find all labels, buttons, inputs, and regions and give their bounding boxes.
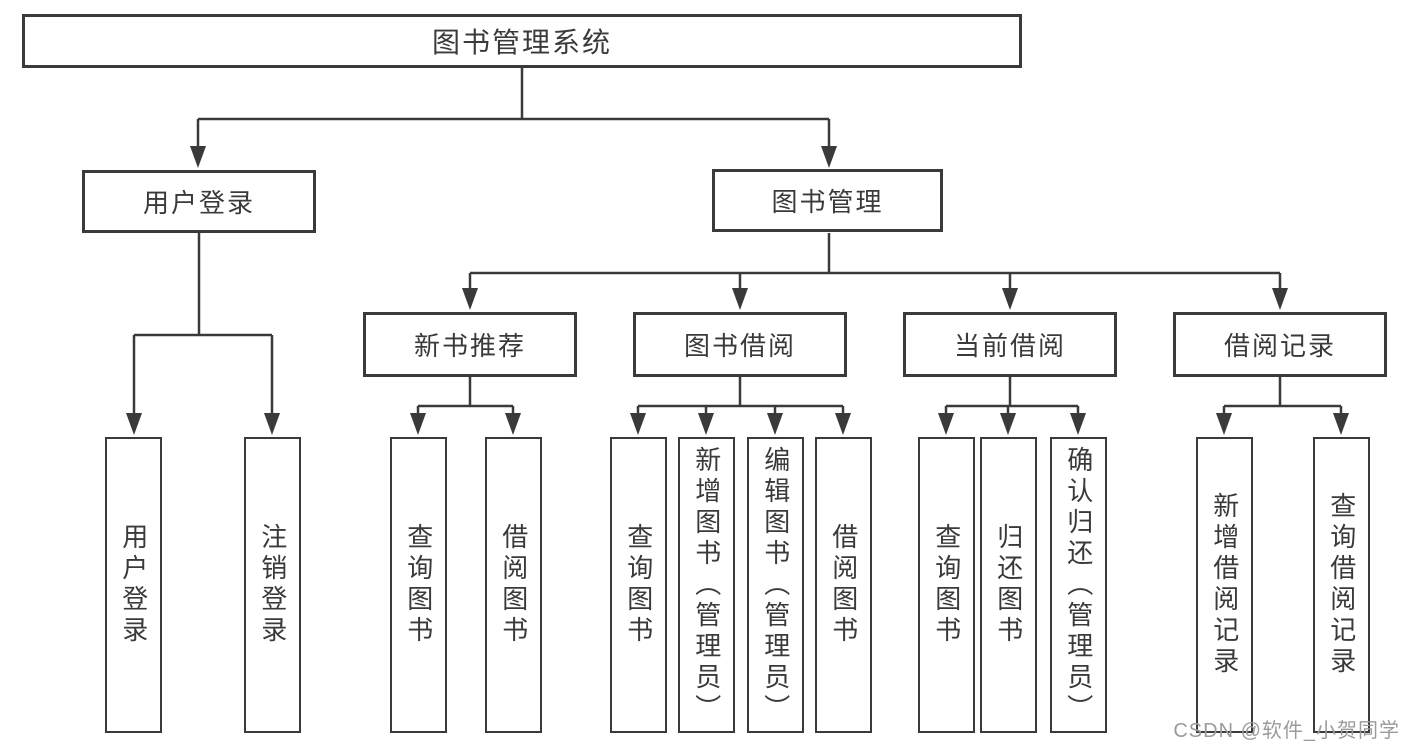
leaf-return-books-label: 归还图书 bbox=[993, 523, 1024, 647]
leaf-user-login: 用户登录 bbox=[105, 437, 162, 733]
connector-lines bbox=[132, 68, 1343, 416]
leaf-borrow-books-recommend-label: 借阅图书 bbox=[498, 523, 529, 647]
node-book-management: 图书管理 bbox=[712, 169, 943, 232]
leaf-return-books: 归还图书 bbox=[980, 437, 1037, 733]
leaf-query-books-borrow: 查询图书 bbox=[610, 437, 667, 733]
node-new-book-recommendation: 新书推荐 bbox=[363, 312, 577, 377]
leaf-add-books-admin-label: 新增图书（管理员） bbox=[691, 445, 722, 725]
leaf-logout-label: 注销登录 bbox=[257, 523, 288, 647]
leaf-user-login-label: 用户登录 bbox=[118, 523, 149, 647]
leaf-add-borrow-record: 新增借阅记录 bbox=[1196, 437, 1253, 733]
leaf-query-books-current: 查询图书 bbox=[918, 437, 975, 733]
leaf-confirm-return-admin-label: 确认归还（管理员） bbox=[1063, 445, 1094, 725]
leaf-borrow-books: 借阅图书 bbox=[815, 437, 872, 733]
node-book-borrowing: 图书借阅 bbox=[633, 312, 847, 377]
leaf-add-borrow-record-label: 新增借阅记录 bbox=[1209, 492, 1240, 678]
leaf-borrow-books-recommend: 借阅图书 bbox=[485, 437, 542, 733]
leaf-confirm-return-admin: 确认归还（管理员） bbox=[1050, 437, 1107, 733]
node-root-library-management-system: 图书管理系统 bbox=[22, 14, 1022, 68]
node-borrowing-records: 借阅记录 bbox=[1173, 312, 1387, 377]
leaf-borrow-books-label: 借阅图书 bbox=[828, 523, 859, 647]
leaf-query-books-current-label: 查询图书 bbox=[931, 523, 962, 647]
node-current-borrowing: 当前借阅 bbox=[903, 312, 1117, 377]
leaf-edit-books-admin: 编辑图书（管理员） bbox=[747, 437, 804, 733]
leaf-edit-books-admin-label: 编辑图书（管理员） bbox=[760, 445, 791, 725]
leaf-query-books-recommend-label: 查询图书 bbox=[403, 523, 434, 647]
node-user-login: 用户登录 bbox=[82, 170, 316, 233]
leaf-add-books-admin: 新增图书（管理员） bbox=[678, 437, 735, 733]
leaf-query-books-borrow-label: 查询图书 bbox=[623, 523, 654, 647]
csdn-watermark: CSDN @软件_小贺同学 bbox=[1173, 720, 1400, 742]
leaf-query-borrow-record: 查询借阅记录 bbox=[1313, 437, 1370, 733]
leaf-query-borrow-record-label: 查询借阅记录 bbox=[1326, 492, 1357, 678]
leaf-logout: 注销登录 bbox=[244, 437, 301, 733]
arrowheads bbox=[126, 146, 1349, 435]
leaf-query-books-recommend: 查询图书 bbox=[390, 437, 447, 733]
